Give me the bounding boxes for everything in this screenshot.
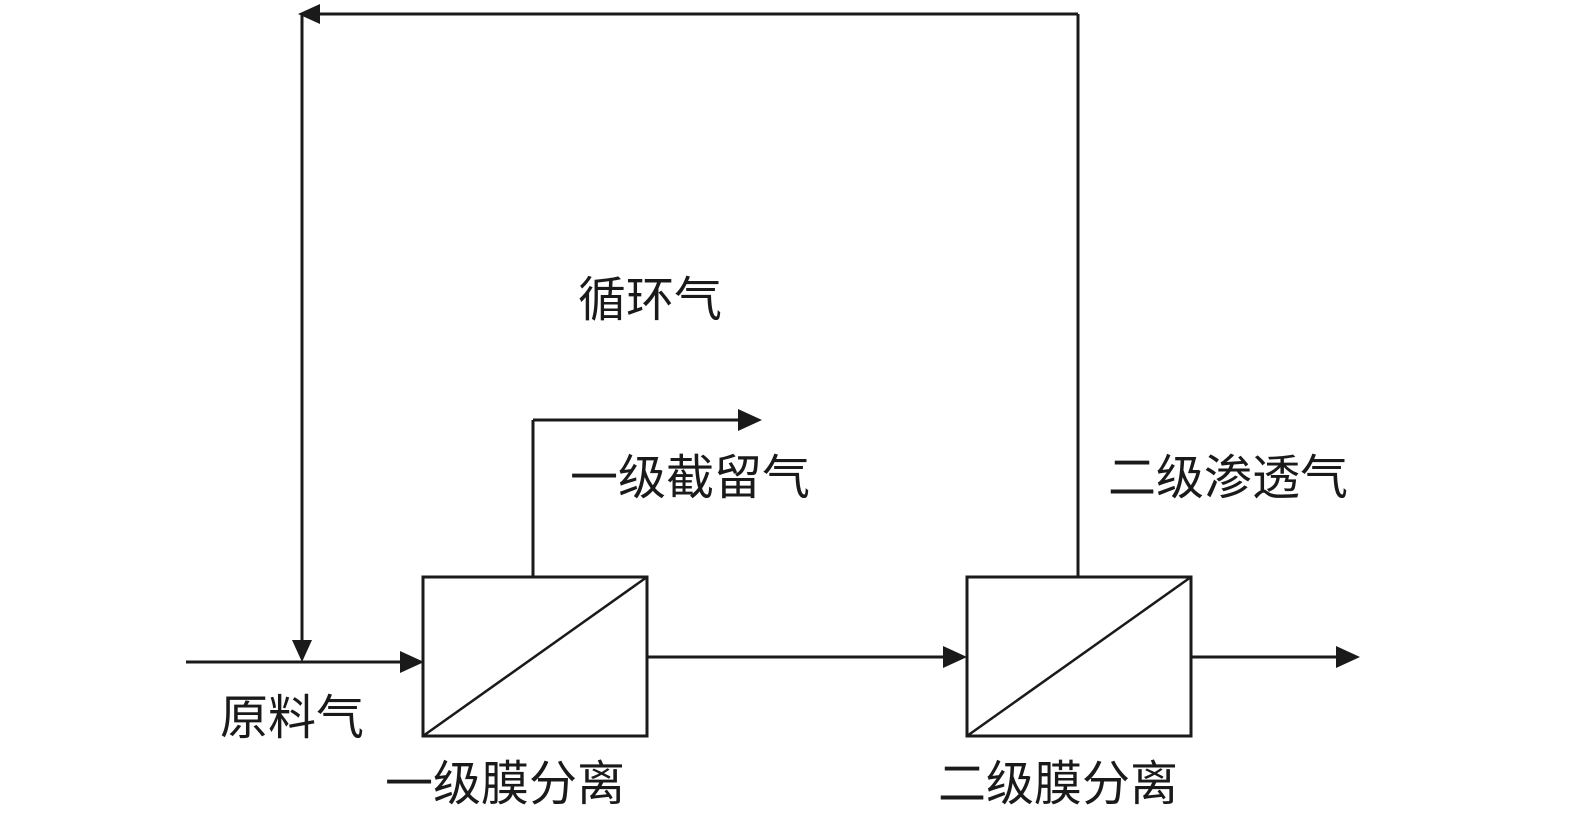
- recycle-gas-label: 循环气: [578, 272, 722, 328]
- stage1-retentate-label: 一级截留气: [570, 450, 810, 506]
- feed-gas-label: 原料气: [220, 690, 364, 746]
- stage2-membrane-diagonal: [966, 575, 1192, 738]
- recycle-arrowhead-down: [292, 640, 312, 662]
- retentate-arrowhead: [738, 409, 762, 431]
- stage1-to-stage2-arrowhead: [943, 646, 967, 668]
- feed-arrowhead: [400, 651, 424, 673]
- recycle-arrowhead-left: [298, 4, 320, 24]
- stage2-permeate-label: 二级渗透气: [1108, 450, 1348, 506]
- stage1-membrane-label: 一级膜分离: [385, 756, 625, 812]
- stage2-outlet-arrowhead: [1336, 646, 1360, 668]
- stage2-membrane-label: 二级膜分离: [938, 756, 1178, 812]
- stage1-membrane-diagonal: [422, 575, 648, 738]
